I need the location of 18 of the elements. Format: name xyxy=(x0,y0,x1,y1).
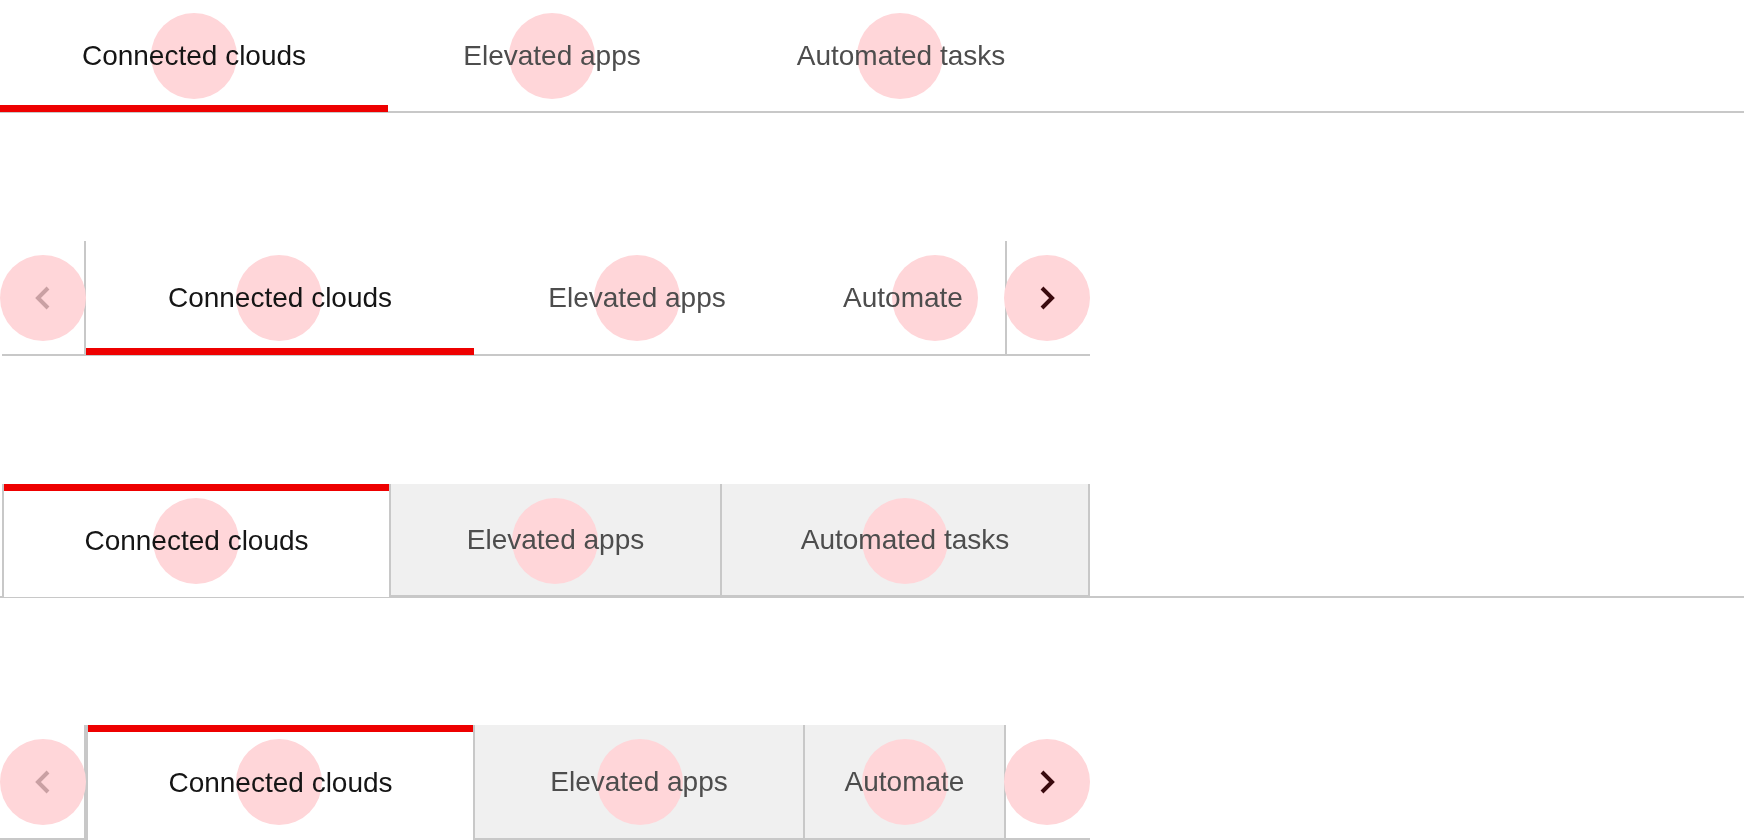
tab-label: Connected clouds xyxy=(84,524,309,557)
tab xyxy=(2,484,391,597)
tab-label: Connected clouds xyxy=(168,766,393,799)
tab xyxy=(722,484,1090,597)
tab xyxy=(86,725,475,840)
tab-label: Elevated apps xyxy=(466,523,645,556)
tab xyxy=(391,484,722,597)
tab-label: Automated tasks xyxy=(796,40,1006,72)
tab-label: Elevated apps xyxy=(463,40,641,72)
tab-label: Connected clouds xyxy=(167,282,393,314)
tab-label: Connected clouds xyxy=(81,40,307,72)
tab xyxy=(475,725,805,840)
tab-label: Elevated apps xyxy=(548,282,726,314)
tab xyxy=(805,725,1006,840)
tab-label: Automated tasks xyxy=(800,523,1010,556)
tab-label: Elevated apps xyxy=(550,765,728,798)
tab-label: Automate xyxy=(844,765,965,798)
tab-label: Automate xyxy=(843,282,963,314)
